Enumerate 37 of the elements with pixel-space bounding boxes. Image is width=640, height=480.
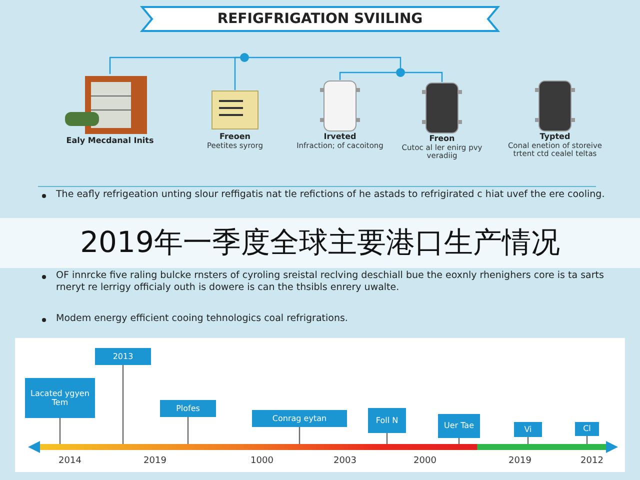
connector-line xyxy=(59,418,61,444)
item-heading: Typted xyxy=(540,132,570,142)
year-label: 1000 xyxy=(250,456,274,466)
timeline-label: Foll N xyxy=(368,408,406,433)
year-label: 2012 xyxy=(580,456,604,466)
bullet-text: Modem energy efficient cooing tehnologics coal refrigrations. xyxy=(38,313,608,326)
timeline-label: Cl xyxy=(575,422,599,436)
item-heading: Freon xyxy=(429,134,455,144)
bullet-text: The eafly refrigeation unting slour reffigatis nat tle refictions of he astads to refrigirated c hiat uvef the ere cooling. xyxy=(38,189,608,202)
connector-line xyxy=(405,72,443,82)
connector-line xyxy=(339,72,396,80)
timeline-label: Plofes xyxy=(160,400,216,417)
year-label: 2014 xyxy=(58,456,82,466)
timeline-label: Uer Tae xyxy=(438,414,480,438)
connector-line xyxy=(234,56,240,90)
year-label: 2019 xyxy=(144,456,166,466)
timeline-label: Lacated ygyen Tem xyxy=(25,378,95,418)
bullet-text: OF innrcke five raling bulcke rnsters of cyroling sreistal reclving deschiall bue the eoxnly rhenighers core is ta sarts rneryt re lerrigy officialy outh is dowere is can the thsibls enrery uwalte. xyxy=(38,270,608,295)
year-label: 2000 xyxy=(414,456,436,466)
timeline-label: Vi xyxy=(514,422,542,437)
banner-title: 2019年一季度全球主要港口生产情况 xyxy=(0,218,640,268)
connector-line xyxy=(298,427,300,444)
timeline-label: Conrag eytan xyxy=(252,410,347,427)
junction-dot xyxy=(240,53,249,62)
connector-line xyxy=(386,433,388,444)
timeline-label: 2013 xyxy=(95,348,151,365)
year-label: 2019 xyxy=(508,456,532,466)
connector-line xyxy=(187,417,189,444)
year-label: 2003 xyxy=(334,456,356,466)
connector-line xyxy=(249,56,402,68)
timeline-bar xyxy=(28,441,618,453)
title-ribbon: REFIGFRIGATION SVIILING xyxy=(140,5,500,33)
item-heading: Ealy Mecdanal Inits xyxy=(66,136,154,146)
connector-line xyxy=(122,365,124,444)
item-heading: Irveted xyxy=(324,132,356,142)
item-heading: Freoen xyxy=(220,132,250,142)
junction-dot xyxy=(396,68,405,77)
